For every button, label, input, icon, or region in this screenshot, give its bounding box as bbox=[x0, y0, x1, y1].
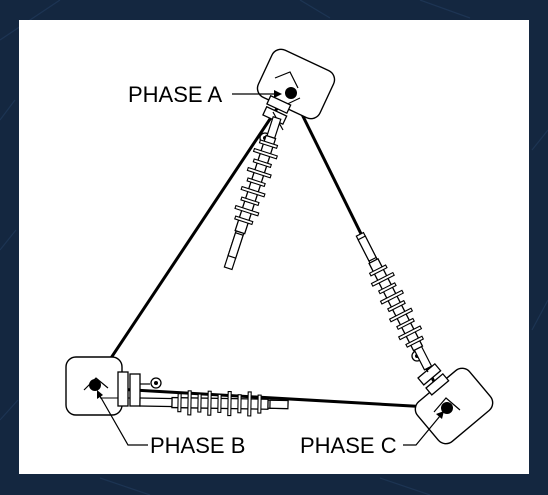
phase-c-label: PHASE C bbox=[300, 433, 397, 458]
phase-b-label: PHASE B bbox=[150, 433, 245, 458]
conductor-b-c bbox=[97, 386, 448, 410]
insulator-b-c bbox=[139, 390, 289, 417]
phase-b-clamp bbox=[65, 356, 162, 416]
leader-phase-b bbox=[99, 395, 148, 446]
insulator-a-c bbox=[355, 231, 433, 371]
conductor-a-b bbox=[93, 94, 288, 383]
insulator-a-b bbox=[223, 116, 282, 271]
phase-c-clamp bbox=[411, 350, 494, 445]
phase-a-label: PHASE A bbox=[128, 82, 222, 107]
leader-phase-c bbox=[403, 415, 441, 446]
